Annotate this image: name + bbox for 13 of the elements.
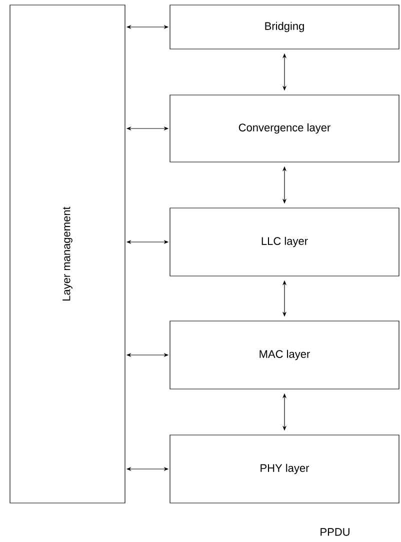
layer-box xyxy=(170,208,400,276)
layer-box xyxy=(170,320,400,390)
box-label: Convergence layer xyxy=(238,123,330,134)
text-label: PPDU xyxy=(320,528,350,536)
layer-box xyxy=(170,434,400,504)
box-label: LLC layer xyxy=(262,236,308,248)
layer-box xyxy=(10,4,126,504)
box-label: Bridging xyxy=(265,22,304,32)
layer-box xyxy=(170,4,400,50)
box-label: MAC layer xyxy=(260,350,310,360)
box-label: PHY layer xyxy=(260,464,310,474)
layer-box xyxy=(170,94,400,162)
box-label: Layer management xyxy=(62,206,72,300)
